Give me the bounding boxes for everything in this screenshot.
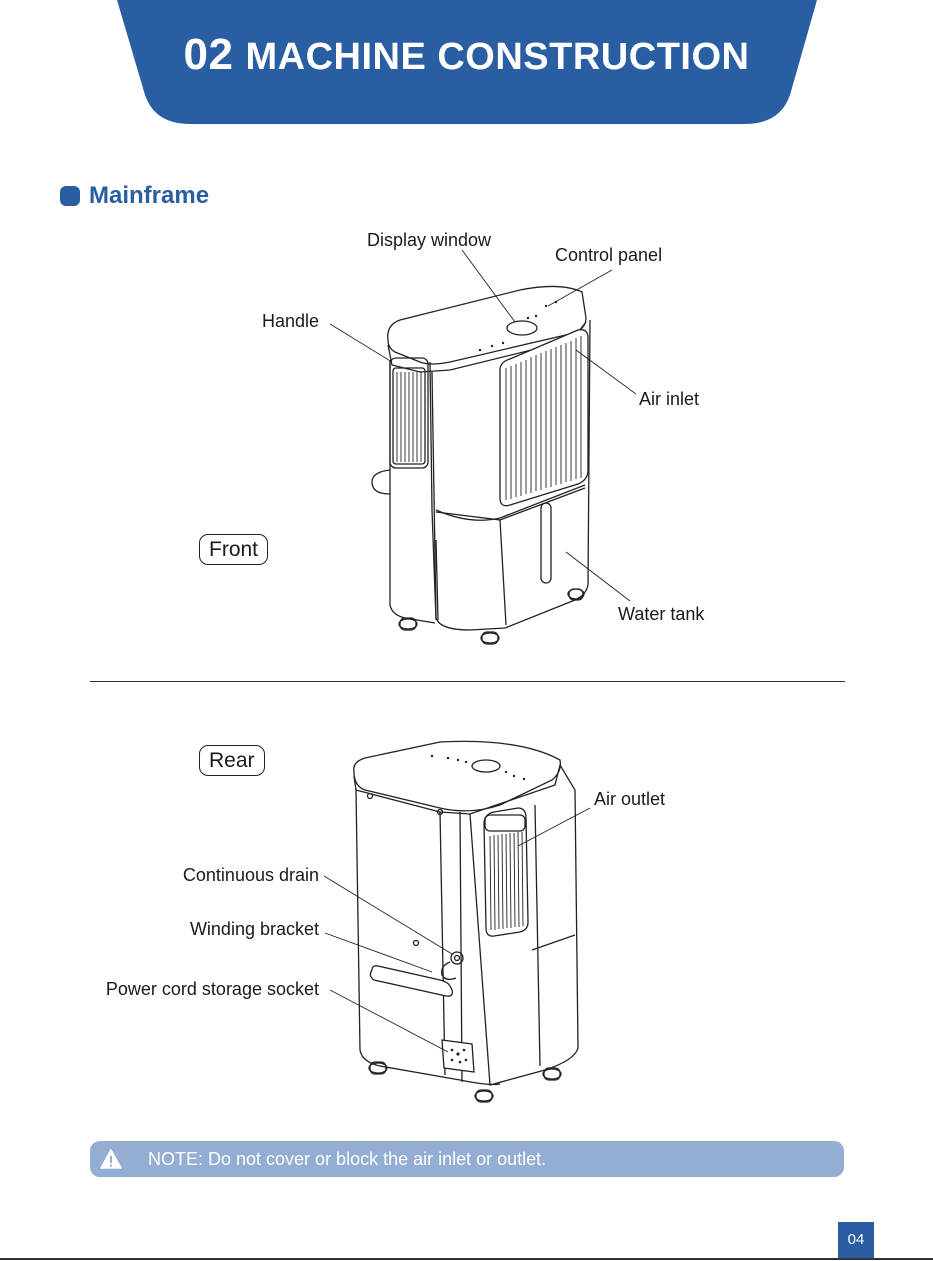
label-display-window: Display window bbox=[367, 230, 491, 251]
front-view-tag: Front bbox=[199, 534, 268, 565]
label-continuous-drain: Continuous drain bbox=[120, 865, 319, 886]
page-number: 04 bbox=[838, 1222, 874, 1258]
front-unit-illustration bbox=[372, 286, 590, 644]
note-text: NOTE: Do not cover or block the air inle… bbox=[148, 1149, 546, 1170]
rear-view-tag: Rear bbox=[199, 745, 265, 776]
label-winding-bracket: Winding bracket bbox=[120, 919, 319, 940]
label-control-panel: Control panel bbox=[555, 245, 662, 266]
note-bar: NOTE: Do not cover or block the air inle… bbox=[90, 1141, 844, 1177]
label-handle: Handle bbox=[262, 311, 319, 332]
section-divider bbox=[90, 681, 845, 682]
label-air-outlet: Air outlet bbox=[594, 789, 665, 810]
label-air-inlet: Air inlet bbox=[639, 389, 699, 410]
label-power-cord-storage-socket: Power cord storage socket bbox=[60, 979, 319, 1000]
label-water-tank: Water tank bbox=[618, 604, 704, 625]
rear-leader-lines bbox=[324, 808, 590, 1052]
rear-unit-illustration bbox=[354, 741, 578, 1102]
warning-icon bbox=[100, 1149, 122, 1169]
bottom-rule bbox=[0, 1258, 933, 1260]
